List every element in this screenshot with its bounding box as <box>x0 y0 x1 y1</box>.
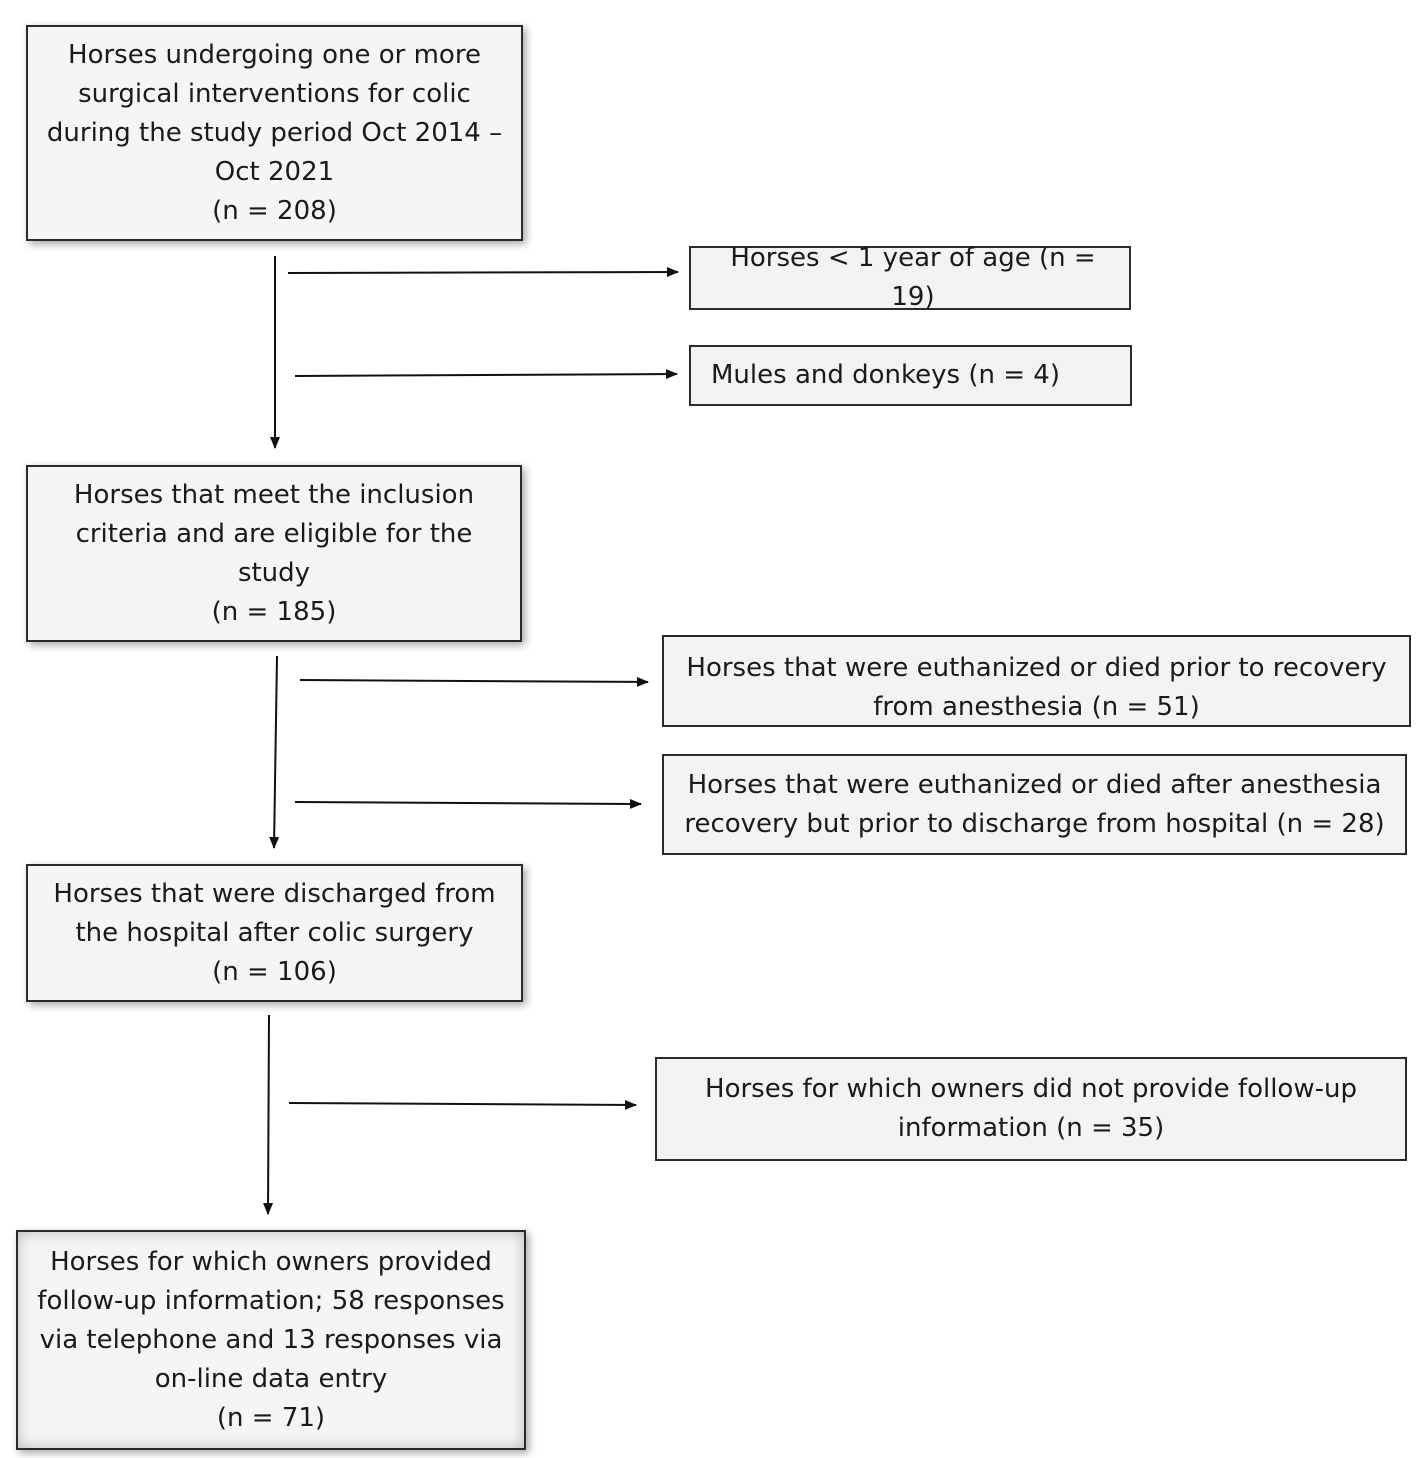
exclusion-no-follow-up-text: Horses for which owners did not provide … <box>705 1074 1357 1143</box>
exclusion-species-text: Mules and donkeys (n = 4) <box>711 360 1060 390</box>
exclusion-arrow-2 <box>294 369 678 380</box>
exclusion-pre-discharge-death-text: Horses that were euthanized or died afte… <box>684 769 1385 839</box>
exclusion-arrow-5 <box>288 1099 637 1110</box>
exclusion-anesthesia-death-text: Horses that were euthanized or died prio… <box>686 653 1387 722</box>
follow-up-provided-text: Horses for which owners provided follow-… <box>37 1246 505 1433</box>
study-population-text: Horses undergoing one or more surgical i… <box>46 39 503 226</box>
exclusion-anesthesia-death-box: Horses that were euthanized or died prio… <box>662 635 1411 727</box>
exclusion-age-box: Horses < 1 year of age (n = 19) <box>689 243 1131 312</box>
follow-up-provided-box: Horses for which owners provided follow-… <box>16 1230 526 1450</box>
discharged-horses-box: Horses that were discharged from the hos… <box>26 864 523 1002</box>
eligible-horses-text: Horses that meet the inclusion criteria … <box>73 479 475 627</box>
flow-arrow-2 <box>269 655 280 849</box>
exclusion-pre-discharge-death-box: Horses that were euthanized or died afte… <box>662 754 1407 855</box>
exclusion-age-text: Horses < 1 year of age (n = 19) <box>730 243 1096 312</box>
eligible-horses-box: Horses that meet the inclusion criteria … <box>26 465 522 642</box>
exclusion-arrow-1 <box>287 267 679 278</box>
study-population-box: Horses undergoing one or more surgical i… <box>26 25 523 241</box>
flow-arrow-3 <box>263 1014 274 1215</box>
exclusion-arrow-4 <box>294 798 642 809</box>
exclusion-arrow-3 <box>299 676 649 687</box>
exclusion-species-box: Mules and donkeys (n = 4) <box>689 345 1132 406</box>
discharged-horses-text: Horses that were discharged from the hos… <box>53 878 496 987</box>
exclusion-no-follow-up-box: Horses for which owners did not provide … <box>655 1057 1407 1161</box>
